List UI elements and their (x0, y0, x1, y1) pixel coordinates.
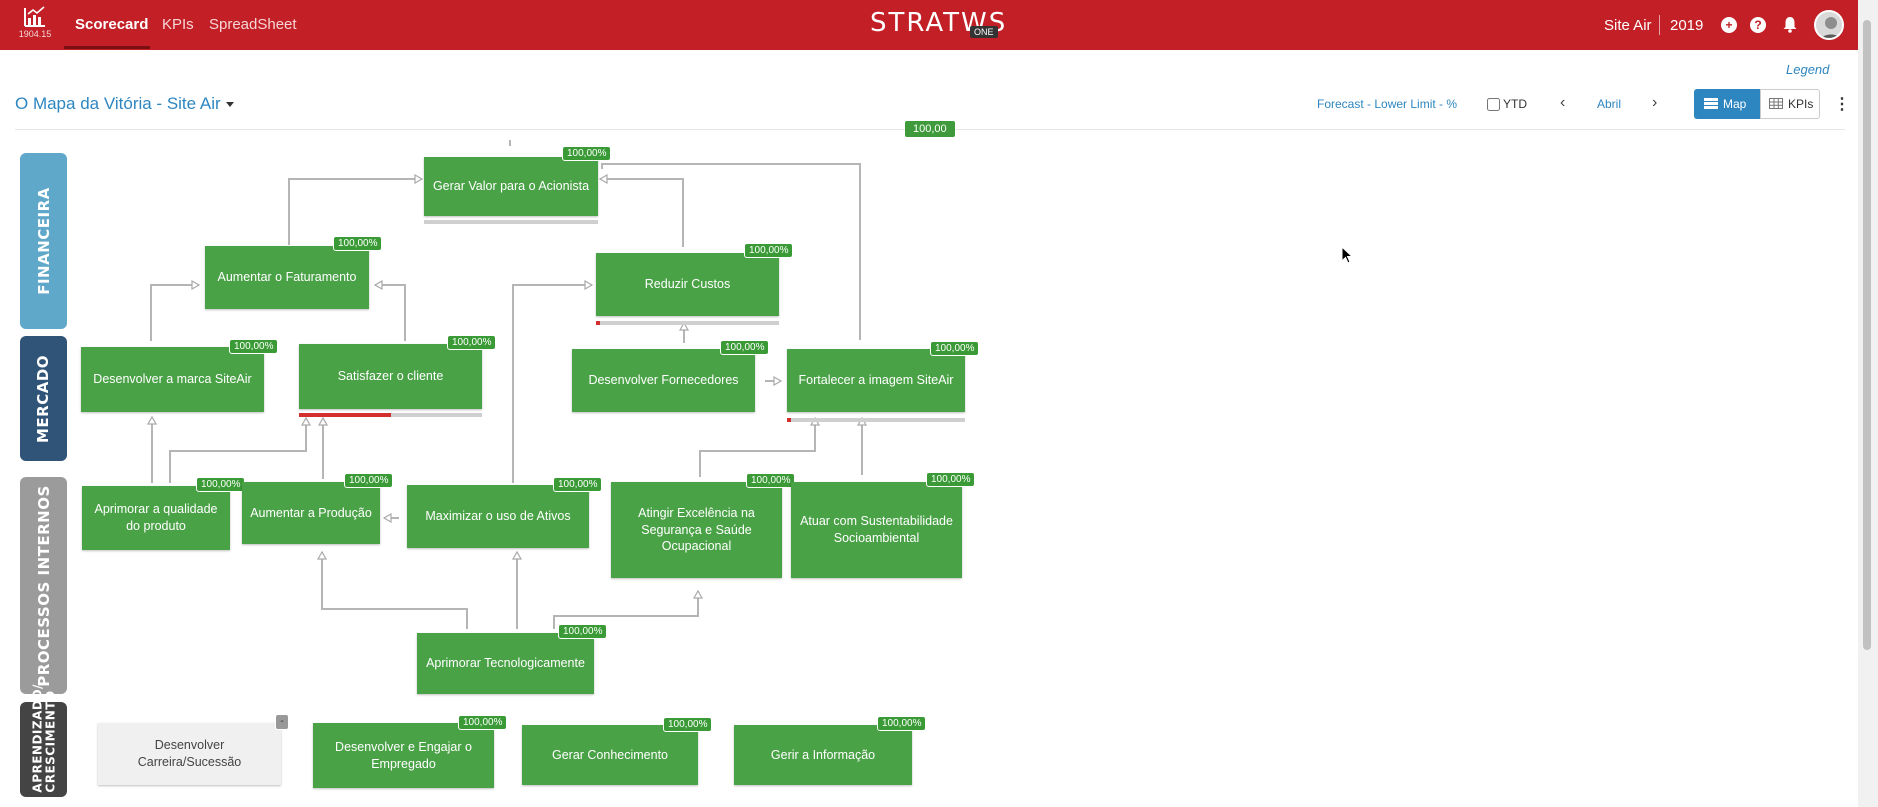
map-title-dropdown[interactable]: O Mapa da Vitória - Site Air (15, 94, 234, 114)
caret-down-icon (225, 102, 234, 108)
view-map-button[interactable]: Map (1694, 89, 1760, 119)
objective-aumentar-faturamento[interactable]: Aumentar o Faturamento (205, 246, 369, 309)
score-badge: 100,00% (877, 716, 927, 731)
app-logo[interactable]: 1904.15 (18, 6, 52, 39)
ytd-toggle[interactable]: YTD (1487, 97, 1527, 112)
forecast-selector[interactable]: Forecast - Lower Limit - % (1317, 97, 1458, 111)
score-badge: 100,00% (447, 335, 497, 350)
progress-bar-reduzir-custos (596, 321, 779, 325)
score-badge: 100,00% (744, 243, 794, 258)
score-badge-empty: - (275, 714, 289, 730)
chevron-right-icon[interactable]: › (1652, 94, 1658, 111)
table-view-icon (1769, 98, 1783, 109)
chart-logo-icon (24, 6, 45, 27)
objective-excelencia-seguranca[interactable]: Atingir Excelência na Segurança e Saúde … (611, 482, 782, 578)
scrollbar-thumb[interactable] (1863, 20, 1871, 650)
ytd-checkbox[interactable] (1487, 98, 1500, 112)
perspective-processos-internos: PROCESSOS INTERNOS (20, 477, 67, 694)
score-badge: 100,00% (333, 236, 383, 251)
nav-scorecard[interactable]: Scorecard (75, 16, 149, 33)
objective-desenvolver-marca[interactable]: Desenvolver a marca SiteAir (81, 347, 264, 412)
score-badge: 100,00% (229, 339, 279, 354)
progress-bar-fortalecer-imagem (787, 418, 965, 422)
score-badge: 100,00% (196, 477, 246, 492)
objective-desenvolver-fornecedores[interactable]: Desenvolver Fornecedores (572, 349, 755, 412)
mouse-cursor-icon (1341, 246, 1353, 264)
objective-aprimorar-tecnologia[interactable]: Aprimorar Tecnologicamente (417, 633, 594, 694)
nav-active-indicator (64, 46, 150, 49)
help-icon[interactable]: ? (1750, 17, 1766, 33)
objective-fortalecer-imagem[interactable]: Fortalecer a imagem SiteAir (787, 349, 965, 412)
perspective-mercado: MERCADO (20, 336, 67, 461)
objective-engajar-empregado[interactable]: Desenvolver e Engajar o Empregado (313, 723, 494, 788)
objective-satisfazer-cliente[interactable]: Satisfazer o cliente (299, 344, 482, 409)
company-selector[interactable]: Site Air (1604, 17, 1652, 34)
objective-sustentabilidade[interactable]: Atuar com Sustentabilidade Socioambienta… (791, 482, 962, 578)
score-badge: 100,00% (930, 341, 980, 356)
header-separator (1659, 15, 1660, 35)
progress-bar-satisfazer-cliente (299, 413, 482, 417)
year-selector[interactable]: 2019 (1670, 17, 1704, 34)
score-badge: 100,00% (720, 340, 770, 355)
map-title-label: O Mapa da Vitória - Site Air (15, 94, 221, 113)
score-badge: 100,00% (746, 473, 796, 488)
brand-suffix: ONE (970, 26, 998, 38)
view-map-label: Map (1723, 97, 1747, 111)
total-score-badge: 100,00 (905, 121, 955, 137)
score-badge: 100,00% (553, 477, 603, 492)
objective-gerir-informacao[interactable]: Gerir a Informação (734, 725, 912, 785)
app-version: 1904.15 (18, 29, 52, 39)
score-badge: 100,00% (562, 146, 612, 161)
view-kpis-button[interactable]: KPIs (1760, 89, 1820, 119)
objective-gerar-valor[interactable]: Gerar Valor para o Acionista (424, 157, 598, 216)
objective-aprimorar-qualidade[interactable]: Aprimorar a qualidade do produto (82, 486, 230, 550)
score-badge: 100,00% (558, 624, 608, 639)
add-icon[interactable]: + (1721, 17, 1737, 33)
perspective-aprendizado: APRENDIZADO/ CRESCIMENTO (20, 684, 67, 797)
objective-gerar-conhecimento[interactable]: Gerar Conhecimento (522, 725, 698, 785)
objective-aumentar-producao[interactable]: Aumentar a Produção (242, 482, 380, 544)
score-badge: 100,00% (458, 715, 508, 730)
progress-bar-gerar-valor (424, 220, 598, 224)
view-kpis-label: KPIs (1788, 97, 1814, 111)
ytd-label: YTD (1503, 97, 1527, 111)
nav-kpis[interactable]: KPIs (162, 16, 194, 33)
score-badge: 100,00% (926, 472, 976, 487)
more-options-icon[interactable]: ⋮ (1834, 96, 1850, 113)
avatar[interactable] (1814, 10, 1844, 40)
top-navbar: 1904.15 Scorecard KPIs SpreadSheet STRAT… (0, 0, 1858, 50)
legend-link[interactable]: Legend (1786, 62, 1830, 77)
perspective-financeira: FINANCEIRA (20, 153, 67, 329)
score-badge: 100,00% (344, 473, 394, 488)
bell-icon[interactable] (1782, 16, 1798, 33)
nav-spreadsheet[interactable]: SpreadSheet (209, 16, 297, 33)
map-view-icon (1704, 98, 1718, 109)
objective-reduzir-custos[interactable]: Reduzir Custos (596, 253, 779, 316)
score-badge: 100,00% (663, 717, 713, 732)
period-selector[interactable]: Abril (1597, 97, 1622, 111)
objective-desenvolver-carreira[interactable]: Desenvolver Carreira/Sucessão (98, 723, 281, 785)
objective-maximizar-ativos[interactable]: Maximizar o uso de Ativos (407, 485, 589, 548)
chevron-left-icon[interactable]: ‹ (1560, 94, 1566, 111)
user-avatar-icon (1816, 12, 1842, 38)
